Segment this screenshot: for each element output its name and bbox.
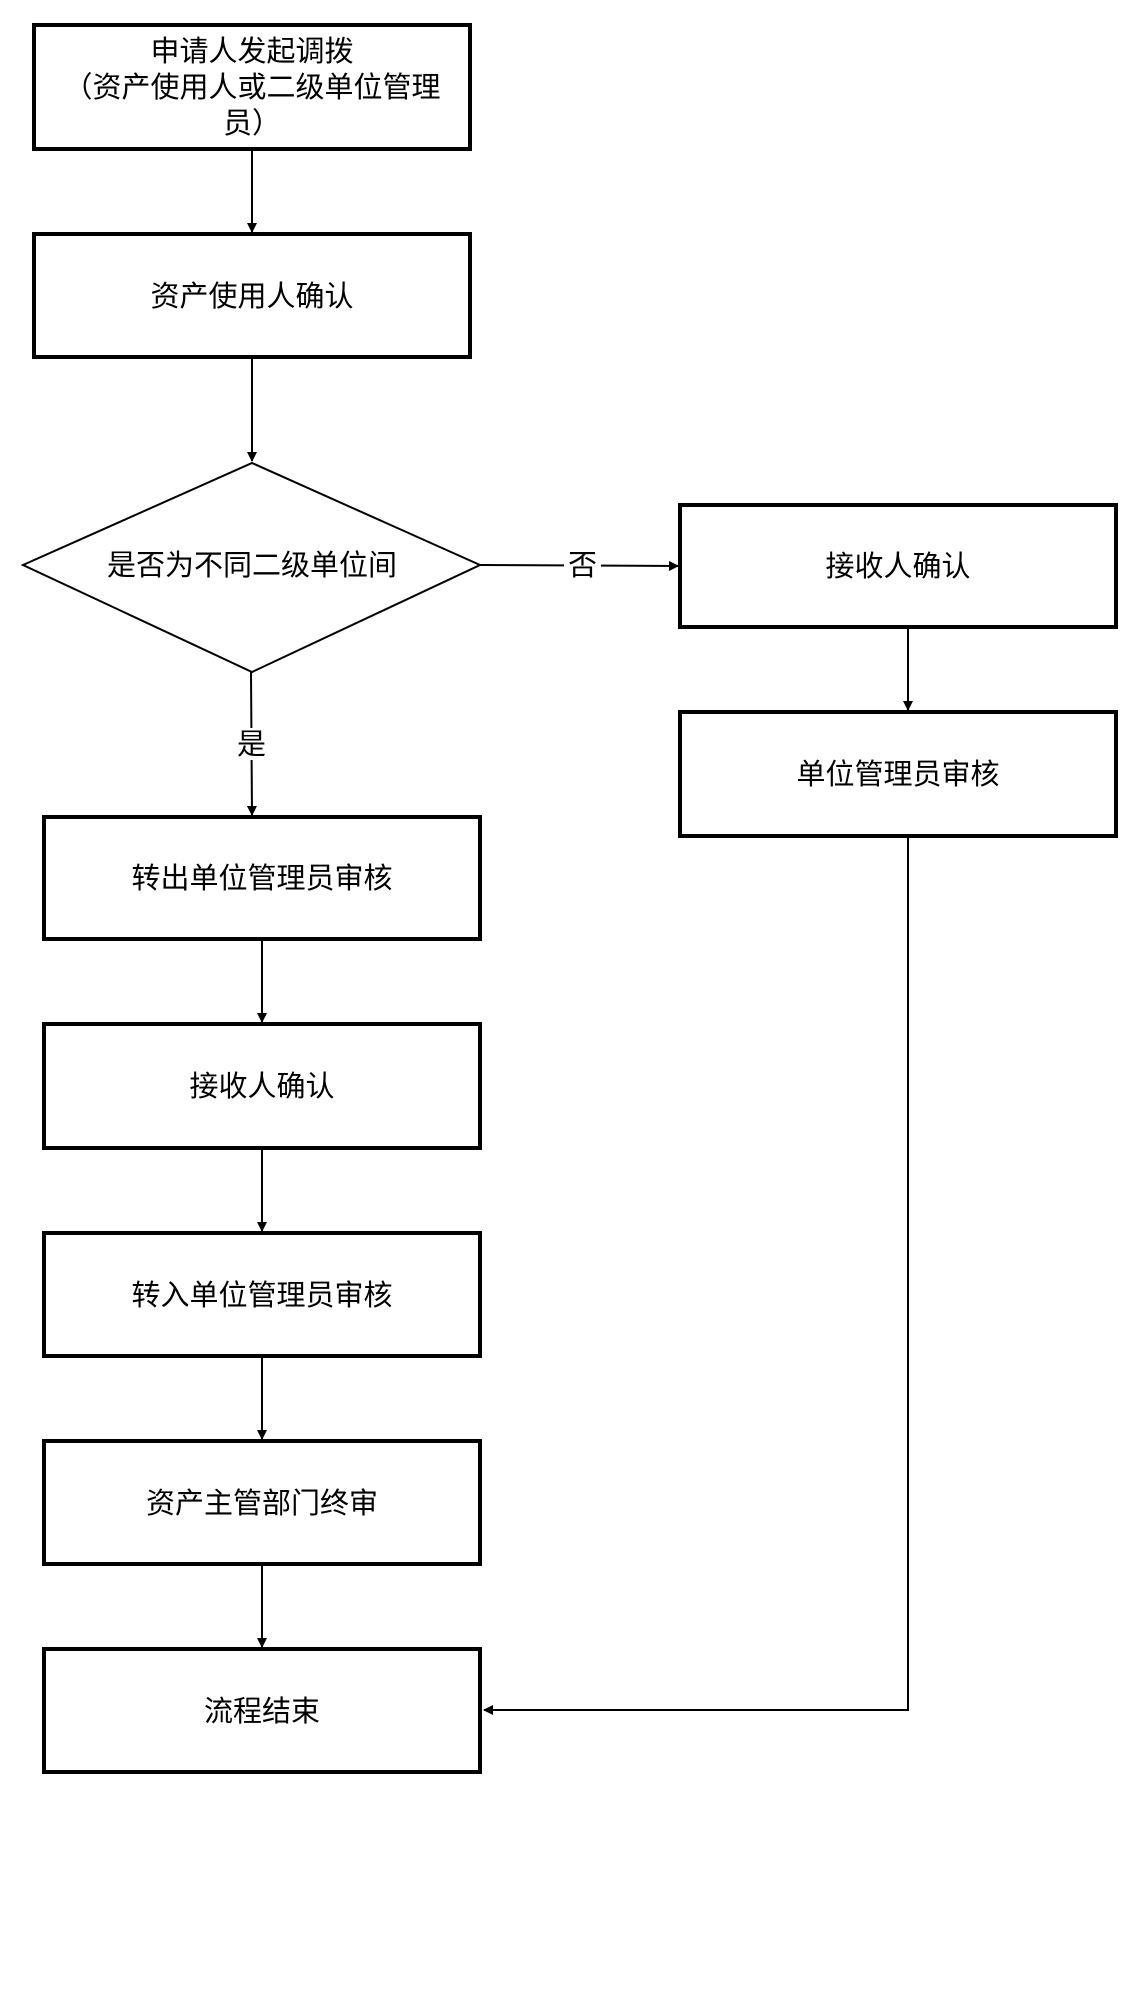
node-start: 申请人发起调拨 （资产使用人或二级单位管理员） xyxy=(32,23,472,151)
node-in-unit-review: 转入单位管理员审核 xyxy=(42,1231,482,1358)
node-end: 流程结束 xyxy=(42,1647,482,1774)
edge-label-yes: 是 xyxy=(233,728,271,760)
node-dept-final-review: 资产主管部门终审 xyxy=(42,1439,482,1566)
node-user-confirm: 资产使用人确认 xyxy=(32,232,472,359)
node-receiver-confirm-left: 接收人确认 xyxy=(42,1022,482,1150)
node-unit-admin-review: 单位管理员审核 xyxy=(678,710,1118,838)
edge-label-no: 否 xyxy=(564,549,602,581)
node-decision-label: 是否为不同二级单位间 xyxy=(106,548,397,582)
node-receiver-confirm-right: 接收人确认 xyxy=(678,503,1118,629)
node-out-unit-review: 转出单位管理员审核 xyxy=(42,815,482,941)
arrow-unit-admin-to-end xyxy=(483,838,909,1715)
